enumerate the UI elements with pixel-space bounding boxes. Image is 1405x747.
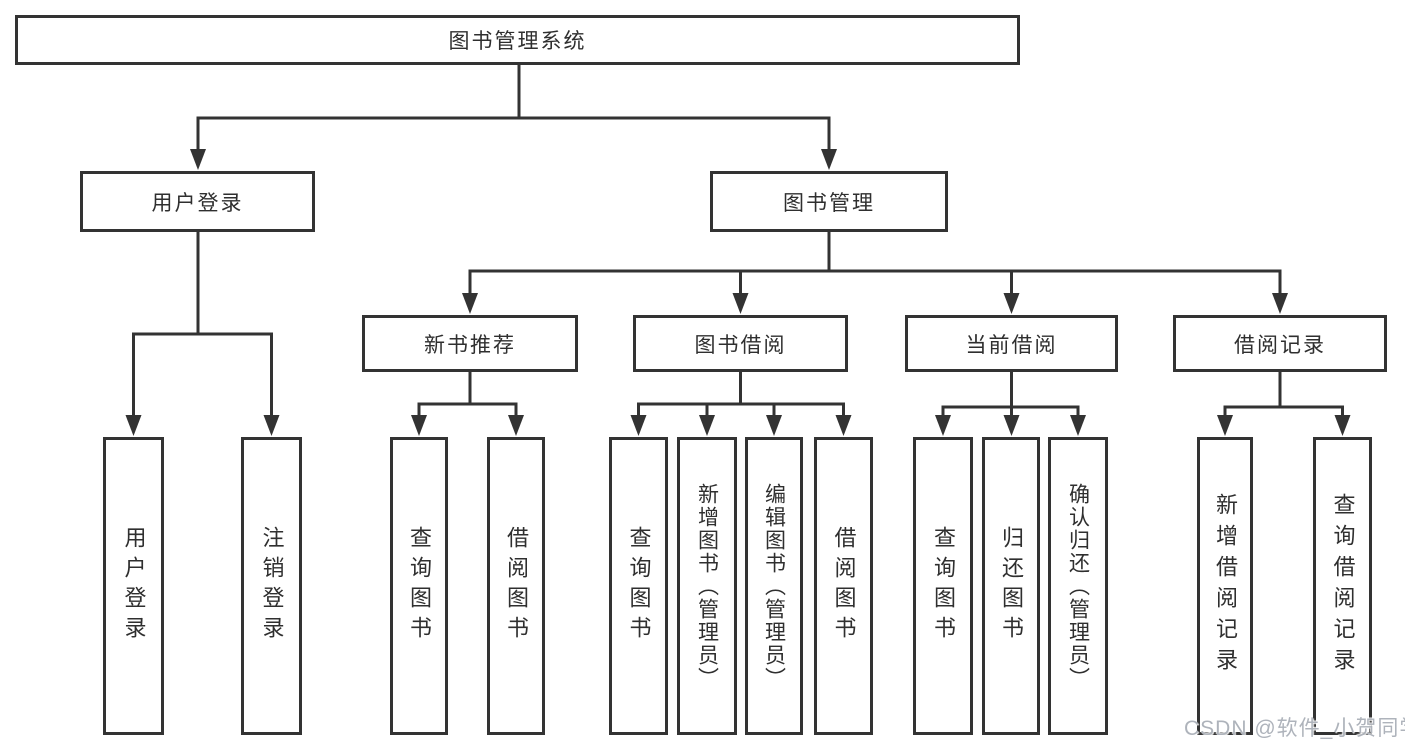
leaf-logout: 注销登录 bbox=[241, 437, 302, 735]
node-new-book-recommendation: 新书推荐 bbox=[362, 315, 578, 372]
leaf-label: 确认归还（管理员） bbox=[1066, 482, 1090, 690]
node-borrowing-records: 借阅记录 bbox=[1173, 315, 1387, 372]
arrowhead-down-icon bbox=[732, 293, 749, 314]
node-label: 当前借阅 bbox=[965, 333, 1058, 357]
node-label: 新书推荐 bbox=[424, 333, 516, 357]
leaf-borrow-book-recommend: 借阅图书 bbox=[487, 437, 545, 735]
node-label: 借阅记录 bbox=[1234, 333, 1326, 357]
arrowhead-down-icon bbox=[462, 293, 478, 314]
leaf-label: 用户登录 bbox=[121, 526, 147, 646]
leaf-label: 借阅图书 bbox=[831, 526, 857, 646]
arrowhead-down-icon bbox=[699, 415, 715, 436]
leaf-label: 借阅图书 bbox=[504, 526, 529, 646]
node-current-borrowing: 当前借阅 bbox=[905, 315, 1118, 372]
node-book-management: 图书管理 bbox=[710, 171, 948, 232]
csdn-watermark: CSDN @软件_小贺同学 bbox=[1184, 717, 1405, 740]
leaf-label: 新增借阅记录 bbox=[1213, 493, 1238, 679]
leaf-add-book-admin: 新增图书（管理员） bbox=[677, 437, 737, 735]
leaf-label: 编辑图书（管理员） bbox=[762, 482, 786, 690]
arrowhead-down-icon bbox=[1334, 415, 1351, 436]
arrowhead-down-icon bbox=[1003, 415, 1020, 436]
leaf-edit-book-admin: 编辑图书（管理员） bbox=[745, 437, 803, 735]
leaf-confirm-return-admin: 确认归还（管理员） bbox=[1048, 437, 1108, 735]
node-book-borrowing: 图书借阅 bbox=[633, 315, 848, 372]
arrowhead-down-icon bbox=[630, 415, 647, 436]
arrowhead-down-icon bbox=[411, 415, 427, 436]
arrowhead-down-icon bbox=[835, 415, 852, 436]
arrowhead-down-icon bbox=[1272, 293, 1288, 314]
node-user-login: 用户登录 bbox=[80, 171, 315, 232]
arrowhead-down-icon bbox=[766, 415, 782, 436]
leaf-query-book-recommend: 查询图书 bbox=[390, 437, 448, 735]
leaf-return-book: 归还图书 bbox=[982, 437, 1040, 735]
leaf-label: 注销登录 bbox=[259, 526, 285, 646]
leaf-query-borrow-record: 查询借阅记录 bbox=[1313, 437, 1372, 735]
arrowhead-down-icon bbox=[1217, 415, 1233, 436]
leaf-add-borrow-record: 新增借阅记录 bbox=[1197, 437, 1253, 735]
leaf-user-login: 用户登录 bbox=[103, 437, 164, 735]
leaf-borrow-book: 借阅图书 bbox=[814, 437, 873, 735]
leaf-query-book-current: 查询图书 bbox=[913, 437, 973, 735]
arrowhead-down-icon bbox=[125, 415, 142, 436]
leaf-label: 归还图书 bbox=[999, 526, 1024, 646]
arrowhead-down-icon bbox=[935, 415, 951, 436]
arrowhead-down-icon bbox=[190, 149, 206, 170]
node-label: 图书借阅 bbox=[694, 333, 787, 357]
arrowhead-down-icon bbox=[821, 149, 837, 170]
node-label: 图书管理 bbox=[783, 191, 875, 215]
leaf-label: 查询借阅记录 bbox=[1330, 493, 1356, 679]
leaf-label: 查询图书 bbox=[407, 526, 432, 646]
arrowhead-down-icon bbox=[1003, 293, 1020, 314]
arrowhead-down-icon bbox=[508, 415, 524, 436]
node-label: 用户登录 bbox=[151, 191, 244, 215]
arrowhead-down-icon bbox=[263, 415, 280, 436]
node-library-system: 图书管理系统 bbox=[15, 15, 1020, 65]
leaf-label: 新增图书（管理员） bbox=[695, 482, 719, 690]
leaf-query-book-borrow: 查询图书 bbox=[609, 437, 668, 735]
leaf-label: 查询图书 bbox=[626, 526, 652, 646]
arrowhead-down-icon bbox=[1070, 415, 1086, 436]
leaf-label: 查询图书 bbox=[931, 526, 956, 646]
node-label: 图书管理系统 bbox=[448, 30, 587, 53]
